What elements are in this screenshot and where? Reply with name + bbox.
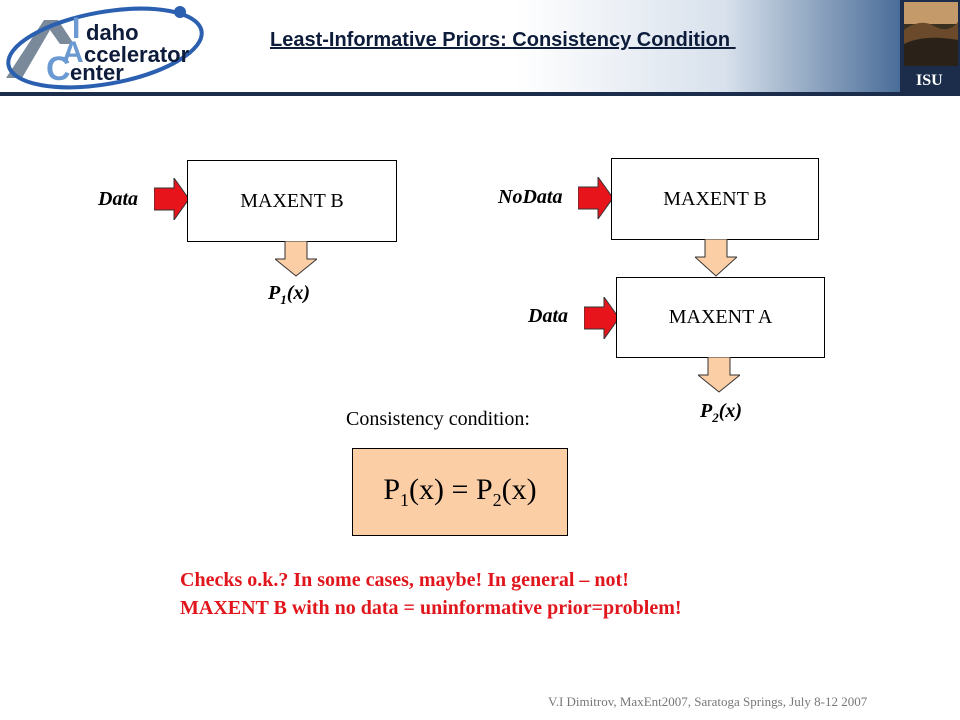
p1-output-label: P1(x) [268,282,311,307]
header-gradient [200,0,900,92]
right-maxent-a-box: MAXENT A [616,277,825,358]
logo-word-ccelerator: ccelerator [84,42,190,67]
left-maxent-b-label: MAXENT B [240,189,344,212]
left-maxent-b-box: MAXENT B [187,160,397,242]
left-data-input-arrow-icon [154,178,190,220]
logo-word-daho: daho [86,20,139,45]
consistency-equation-box: P1(x) = P2(x) [352,448,568,536]
note-line-2: MAXENT B with no data = uninformative pr… [180,597,682,619]
right-nodata-input-arrow-icon [578,177,614,219]
slide-header: I daho A ccelerator C enter Least-Inform… [0,0,960,96]
note-line-1: Checks o.k.? In some cases, maybe! In ge… [180,569,629,591]
header-divider [0,92,960,96]
p2-output-label: P2(x) [700,400,743,425]
right-output-arrow-icon [698,357,740,393]
logo-cap-c: C [46,50,71,88]
logo-word-enter: enter [70,60,124,85]
right-data-input-arrow-icon [584,297,620,339]
right-nodata-label: NoData [498,186,563,208]
right-maxent-b-label: MAXENT B [663,187,767,210]
logo-cap-i: I [72,12,81,45]
right-data-label: Data [528,305,568,327]
left-output-arrow-icon [275,241,317,277]
consistency-condition-label: Consistency condition: [346,408,530,430]
right-maxent-a-label: MAXENT A [668,306,773,328]
logo-cap-a: A [62,36,84,69]
logo-swoosh-icon [6,6,204,90]
page-title: Least-Informative Priors: Consistency Co… [270,29,736,51]
isu-label: ISU [916,72,943,89]
consistency-equation: P1(x) = P2(x) [383,473,537,510]
slide-footer: V.I Dimitrov, MaxEnt2007, Saratoga Sprin… [548,694,868,709]
left-data-label: Data [98,188,138,210]
right-maxent-b-box: MAXENT B [611,158,819,240]
right-b-to-a-arrow-icon [695,239,737,277]
isu-landscape-logo-icon [900,0,960,96]
idaho-accelerator-center-logo: I daho A ccelerator C enter [0,0,210,92]
